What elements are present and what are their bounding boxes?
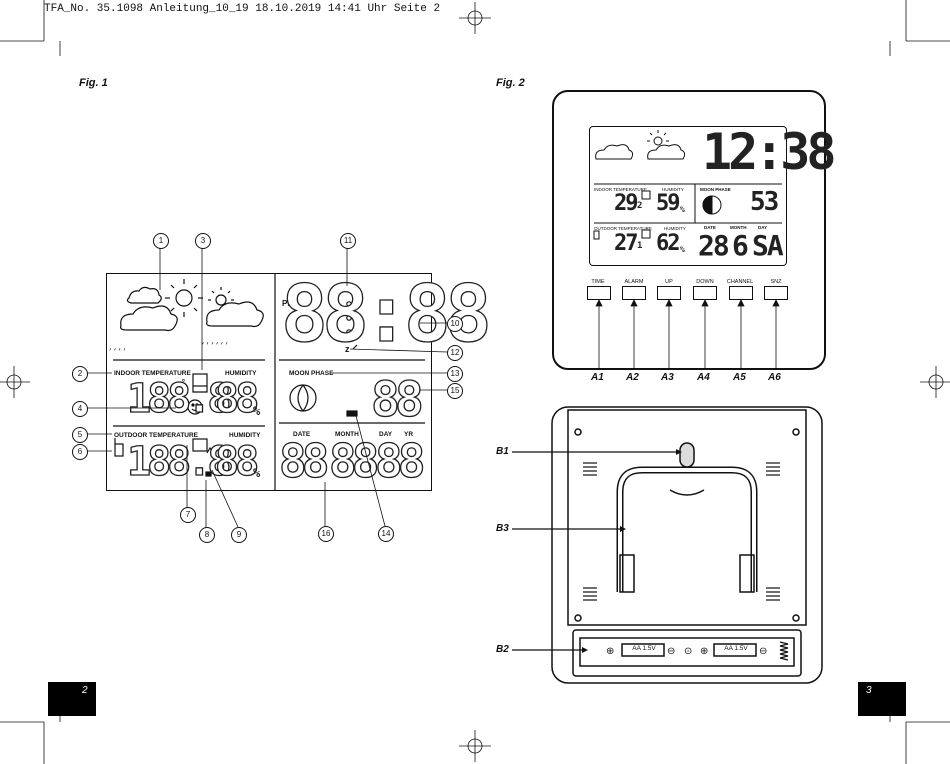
up-button-label: UP [665,279,673,285]
fig1-callout-10: 10 [447,316,463,332]
page-number-left-text: 2 [82,685,88,696]
print-header: TFA_No. 35.1098 Anleitung_10_19 18.10.20… [44,3,441,15]
svg-text:⊕: ⊕ [700,646,708,657]
fig2-indoor-pct: % [680,205,685,214]
fig2-moon-num: 53 [750,187,779,217]
svg-text:⊙: ⊙ [684,646,692,657]
fig1-indoor-deg: ° [181,378,186,387]
fig2-indoor-temp-dec: 2 [637,201,643,211]
fig1-title: Fig. 1 [79,77,108,89]
fig2-date-label: DATE [704,225,716,230]
label-b3: B3 [496,523,509,534]
fig1-pm-label: PM [282,299,294,308]
down-button-label: DOWN [696,279,714,285]
snz-button-label: SNZ [770,279,782,285]
page-number-left: 2 [48,682,96,716]
page-number-right-text: 3 [866,685,872,696]
fig1-month-digits: 88 [328,433,380,488]
fig2-outdoor-hum: 62 [656,231,680,256]
label-a5: A5 [733,372,746,383]
fig1-callout-6: 6 [72,444,88,460]
fig1-callout-8: 8 [199,527,215,543]
svg-text:' ' ' ' ' ': ' ' ' ' ' ' [107,346,127,356]
battery-label-1: AA 1.5V [632,645,656,652]
fig1-callout-12: 12 [447,345,463,361]
svg-text:⊕: ⊕ [606,646,614,657]
fig2-indoor-label: INDOOR TEMPERATURE [594,187,647,192]
fig1-callout-16: 16 [318,526,334,542]
fig1-indoor-label: INDOOR TEMPERATURE [114,370,191,377]
fig1-outdoor-humidity-label: HUMIDITY [229,432,261,439]
fig1-indoor-temp-digits: 188.8 [126,375,232,422]
fig2-outdoor-temp-dec: 1 [637,241,643,251]
page-number-right: 3 [858,682,906,716]
fig2-lcd: 12:38 INDOOR TEMPERATURE HUMIDITY 29 2 5… [589,123,837,266]
battery-label-2: AA 1.5V [724,645,748,652]
fig2-title: Fig. 2 [496,77,525,89]
alarm-button-label: ALARM [624,279,644,285]
time-button-label: TIME [591,279,605,285]
fig1-indoor-hum-digits: 88 [214,375,259,422]
fig1-callout-9: 9 [231,527,247,543]
fig1-outdoor-hum-digits: 88 [214,438,259,485]
fig1-outdoor-label: OUTDOOR TEMPERATURE [114,432,199,439]
fig1-callout-1: 1 [153,233,169,249]
fig1-date-digits: 88 [278,433,330,488]
fig2-date-digits: 28 [698,229,730,262]
fig1-z-label: z [345,344,350,354]
fig1-callout-7: 7 [180,507,196,523]
fig1-moon-label: MOON PHASE [289,370,334,377]
label-b2: B2 [496,644,509,655]
fig1-callout-4: 4 [72,401,88,417]
fig1-callout-3: 3 [195,233,211,249]
fig2-humidity-label: HUMIDITY [662,187,684,192]
fig1-moon-digits: 88 [370,371,424,428]
fig1-outdoor-pct: % [253,466,261,480]
fig1-callout-14: 14 [378,526,394,542]
fig1-lcd-graphics: ' ' ' ' ' ' ' ' ' ' ' ' [107,274,425,490]
fig2-outdoor-pct: % [680,245,685,254]
fig1-outdoor-temp-digits: 188.8 [126,438,232,485]
fig1-month-label: MONTH [335,431,359,438]
label-b1: B1 [496,446,509,457]
fig2-indoor-temp: 29 [614,191,638,216]
fig2-indoor-hum: 59 [656,191,680,216]
fig2-day-digits: SA [752,229,784,262]
fig2-day-label: DAY [758,225,768,230]
label-a6: A6 [768,372,781,383]
fig2-time-digits: 12:38 [702,123,837,181]
fig1-yr-label: YR [404,431,414,438]
svg-text:' ' ' ' ' ': ' ' ' ' ' ' [199,340,228,350]
fig2-month-label: MONTH [730,225,747,230]
fig2-device-front [552,90,826,370]
fig1-callout-11: 11 [340,233,356,249]
label-a1: A1 [591,372,604,383]
label-a3: A3 [661,372,674,383]
fig1-callout-2: 2 [72,366,88,382]
fig2-lcd-graphics [593,130,782,240]
fig1-day-label: DAY [379,431,393,438]
fig2-outdoor-temp: 27 [614,231,638,256]
fig1-date-label: DATE [293,431,311,438]
fig2-moon-label: MOON PHASE [700,187,731,192]
label-a4: A4 [697,372,710,383]
svg-text:⊖: ⊖ [759,646,767,657]
fig1-indoor-pct: % [253,404,261,418]
channel-button-label: CHANNEL [726,279,754,285]
fig1-callout-13: 13 [447,366,463,382]
label-a2: A2 [626,372,639,383]
fig1-indoor-humidity-label: HUMIDITY [225,370,257,377]
fig1-callout-5: 5 [72,427,88,443]
fig2-outdoor-label: OUTDOOR TEMPERATURE [594,226,652,231]
fig1-daytext-digits: 88 [374,433,426,488]
fig2-humidity2-label: HUMIDITY [664,226,686,231]
fig1-callout-15: 15 [447,383,463,399]
fig2-month-digits: 6 [732,229,749,262]
svg-text:⊖: ⊖ [667,646,675,657]
